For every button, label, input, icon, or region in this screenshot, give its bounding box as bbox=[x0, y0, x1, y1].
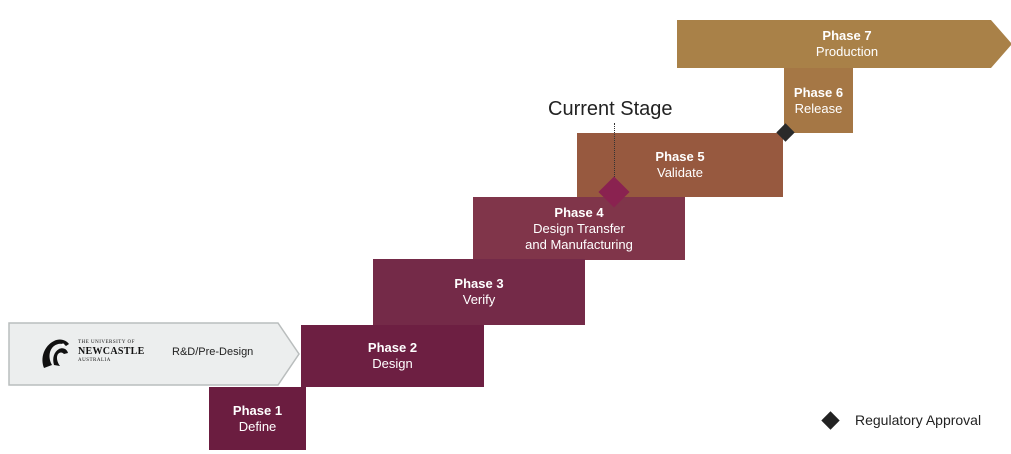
phase-1-step: Phase 1 Define bbox=[209, 387, 306, 450]
phase-4-step: Phase 4 Design Transfer and Manufacturin… bbox=[473, 197, 685, 260]
phase-4-label-line2: and Manufacturing bbox=[525, 236, 633, 252]
phase-3-label: Verify bbox=[462, 292, 496, 307]
legend-label: Regulatory Approval bbox=[855, 412, 982, 428]
phase-1-title: Phase 1 bbox=[232, 402, 283, 418]
phase-1-label: Define bbox=[238, 418, 277, 434]
current-stage-pointer bbox=[614, 123, 615, 191]
university-logo: THE UNIVERSITY OF NEWCASTLE AUSTRALIA bbox=[36, 334, 156, 374]
phase-6-step: Phase 6 Release bbox=[784, 68, 853, 133]
current-stage-label: Current Stage bbox=[548, 98, 673, 120]
phase-6-label: Release bbox=[794, 100, 843, 116]
phase-2-title: Phase 2 bbox=[367, 340, 418, 355]
predesign-label: R&D/Pre-Design bbox=[172, 346, 254, 358]
phase-5-title: Phase 5 bbox=[655, 149, 705, 164]
phase-3-title: Phase 3 bbox=[454, 276, 504, 291]
legend: Regulatory Approval bbox=[821, 410, 982, 430]
phase-2-label: Design bbox=[372, 356, 413, 371]
phase-7-title: Phase 7 bbox=[822, 28, 872, 43]
logo-line2: NEWCASTLE bbox=[78, 346, 145, 357]
phase-2-step: Phase 2 Design bbox=[301, 325, 484, 387]
phase-3-step: Phase 3 Verify bbox=[373, 259, 585, 325]
legend-diamond-icon bbox=[821, 410, 840, 430]
phase-4-label-line1: Design Transfer bbox=[533, 220, 625, 236]
predesign-arrow: THE UNIVERSITY OF NEWCASTLE AUSTRALIA R&… bbox=[8, 322, 300, 386]
logo-line1: THE UNIVERSITY OF bbox=[78, 340, 135, 345]
logo-line3: AUSTRALIA bbox=[78, 358, 111, 363]
predesign-arrow-shape bbox=[8, 322, 300, 386]
phase-4-title: Phase 4 bbox=[554, 204, 604, 220]
phase-6-title: Phase 6 bbox=[793, 84, 844, 100]
newcastle-horse-logo-icon bbox=[42, 339, 69, 368]
phase-7-step: Phase 7 Production bbox=[677, 20, 1011, 68]
phase-7-label: Production bbox=[815, 44, 879, 59]
phase-7-arrow-shape bbox=[677, 20, 1011, 68]
phase-5-label: Validate bbox=[656, 165, 703, 180]
